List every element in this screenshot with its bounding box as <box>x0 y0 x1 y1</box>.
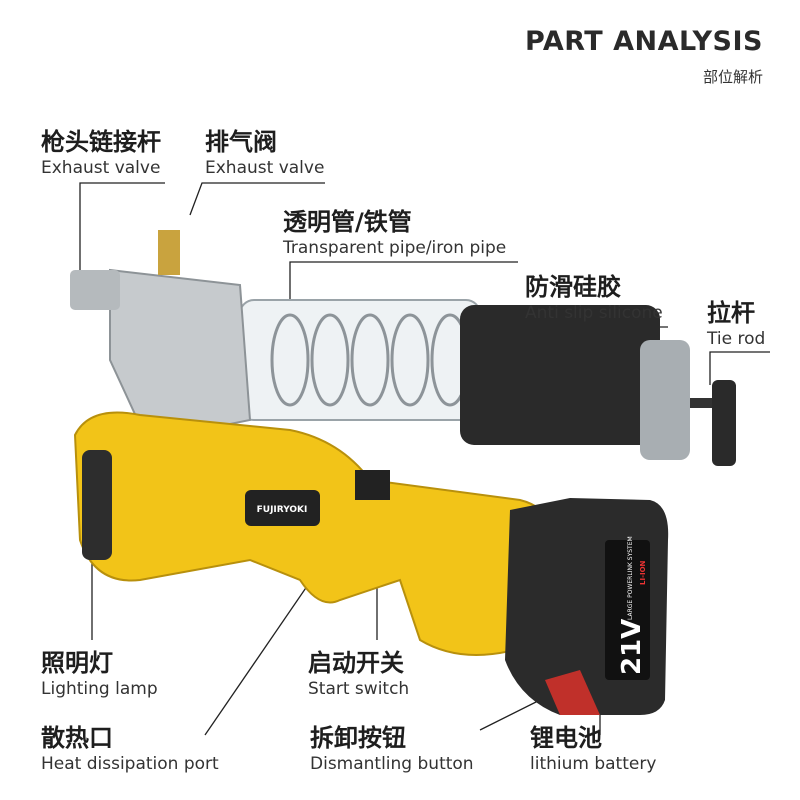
label-en: Transparent pipe/iron pipe <box>283 238 507 258</box>
header-subtitle: 部位解析 <box>702 68 763 86</box>
label-gun-head-rod: 枪头链接杆 Exhaust valve <box>41 127 161 179</box>
anti-slip-grip <box>460 305 660 445</box>
label-start-switch: 启动开关 Start switch <box>308 648 409 700</box>
label-zh: 防滑硅胶 <box>525 273 621 301</box>
battery-voltage: 21V <box>617 619 647 675</box>
label-heat-port: 散热口 Heat dissipation port <box>41 723 219 775</box>
brand-logo: FUJIRYOKI <box>257 505 308 515</box>
label-zh: 启动开关 <box>308 649 404 677</box>
tie-rod-handle <box>712 380 736 466</box>
label-en: Heat dissipation port <box>41 754 219 774</box>
label-en: Exhaust valve <box>205 158 325 178</box>
label-anti-slip: 防滑硅胶 Anti slip silicone <box>525 272 663 324</box>
label-zh: 照明灯 <box>41 649 113 677</box>
label-zh: 散热口 <box>41 724 113 752</box>
header-title: PART ANALYSIS <box>525 26 763 57</box>
label-dismantle-button: 拆卸按钮 Dismantling button <box>310 723 474 775</box>
tool-body <box>73 411 562 656</box>
label-zh: 透明管/铁管 <box>283 208 412 236</box>
lighting-lamp-part <box>82 450 112 560</box>
label-lighting-lamp: 照明灯 Lighting lamp <box>41 648 158 700</box>
battery-badge: LI-ION <box>639 560 647 585</box>
label-en: Anti slip silicone <box>525 303 663 323</box>
label-en: lithium battery <box>530 754 657 774</box>
label-battery: 锂电池 lithium battery <box>530 723 656 775</box>
label-zh: 拆卸按钮 <box>310 724 406 752</box>
label-tie-rod: 拉杆 Tie rod <box>707 298 765 350</box>
battery-text: LARGE POWERLINK SYSTEM <box>627 536 634 620</box>
label-en: Tie rod <box>707 329 766 349</box>
label-zh: 锂电池 <box>530 724 602 752</box>
label-zh: 排气阀 <box>205 128 277 156</box>
label-zh: 枪头链接杆 <box>41 128 161 156</box>
label-transparent-pipe: 透明管/铁管 Transparent pipe/iron pipe <box>283 207 506 259</box>
start-switch-trigger <box>355 470 390 500</box>
label-en: Start switch <box>308 679 410 699</box>
exhaust-valve-part <box>158 230 180 275</box>
dismantle-button-part <box>545 670 600 715</box>
label-en: Dismantling button <box>310 754 474 774</box>
label-en: Exhaust valve <box>41 158 161 178</box>
label-zh: 拉杆 <box>707 299 755 327</box>
label-en: Lighting lamp <box>41 679 158 699</box>
label-exhaust-valve: 排气阀 Exhaust valve <box>205 127 324 179</box>
